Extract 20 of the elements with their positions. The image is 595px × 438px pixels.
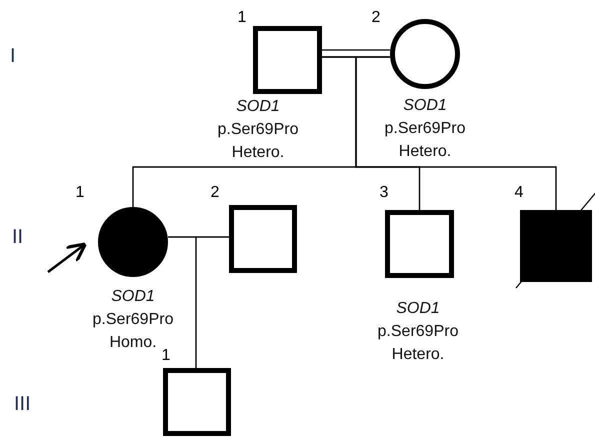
unaffected-male-symbol (229, 205, 297, 273)
generation-label: I (10, 44, 16, 68)
unaffected-male-symbol (253, 26, 322, 94)
unaffected-male-symbol (163, 368, 231, 436)
individual-number: 3 (378, 183, 390, 203)
generation-label: III (14, 392, 31, 416)
genotype-text: SOD1 p.Ser69Pro Hetero. (216, 97, 300, 163)
individual-number: 1 (74, 183, 86, 203)
generation-label: II (12, 225, 24, 249)
proband-arrow (47, 242, 87, 273)
individual-number: 1 (160, 346, 172, 366)
genotype-text: SOD1 p.Ser69Pro Hetero. (384, 96, 466, 162)
genotype-text: SOD1 p.Ser69Pro Hetero. (376, 299, 460, 365)
deceased-affected-male-symbol (520, 210, 592, 282)
individual-number: 2 (210, 183, 220, 203)
individual-number: 4 (514, 183, 524, 203)
individual-number: 1 (236, 8, 248, 28)
pedigree-line (195, 236, 229, 368)
individual-number: 2 (370, 8, 382, 28)
unaffected-male-symbol (385, 210, 454, 278)
